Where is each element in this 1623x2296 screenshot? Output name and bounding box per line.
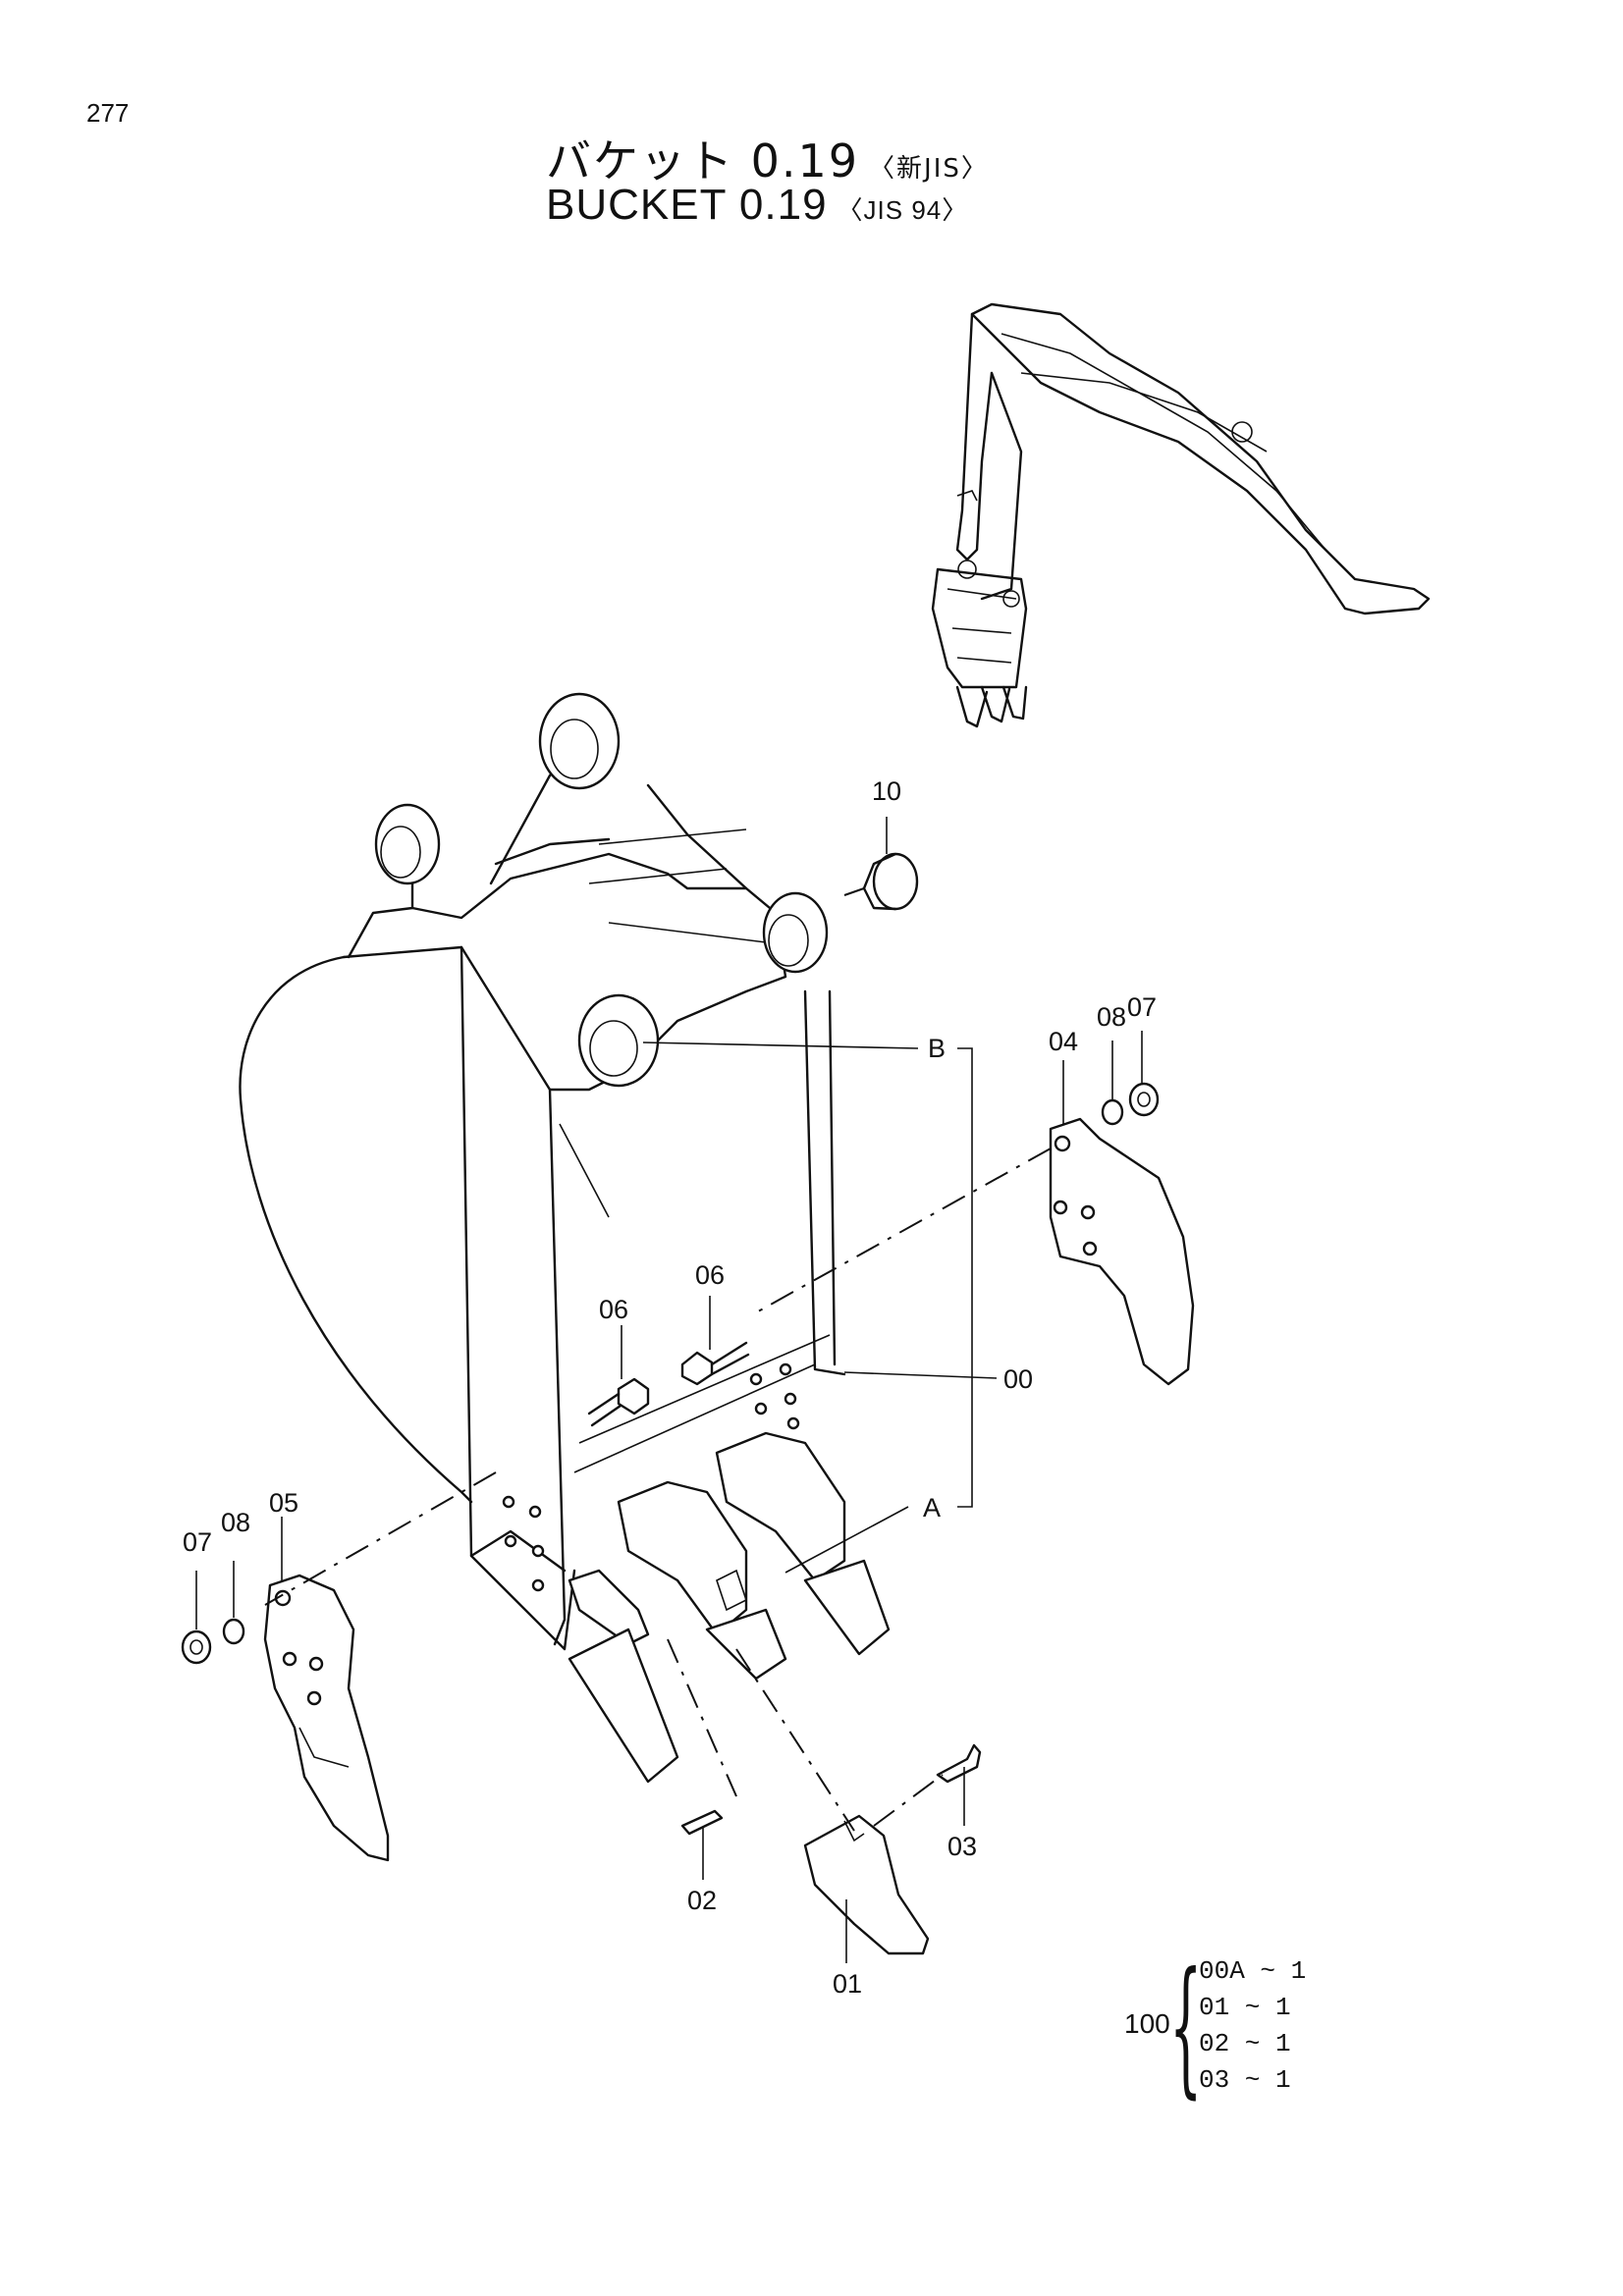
callout-00: 00 [1003, 1364, 1033, 1394]
kit-composition-table: 100 { 00A ~ 1 01 ~ 1 02 ~ 1 03 ~ 1 [1124, 1953, 1321, 2101]
part-06-bolt-lower [587, 1325, 650, 1427]
part-08-washer-left [222, 1561, 245, 1645]
kit-number: 100 [1124, 2008, 1170, 2039]
callout-03: 03 [947, 1832, 977, 1861]
title-english-text: BUCKET 0.19 [546, 181, 828, 229]
callout-B: B [928, 1034, 946, 1063]
title-japanese-text: バケット 0.19 [546, 134, 860, 187]
callout-10: 10 [872, 776, 901, 806]
bolt-holes-left [502, 1495, 545, 1592]
kit-item-list: 00A ~ 1 01 ~ 1 02 ~ 1 03 ~ 1 [1199, 1953, 1306, 2099]
kit-item: 01 ~ 1 [1199, 1993, 1291, 2022]
callout-06-upper: 06 [695, 1260, 725, 1290]
callout-labels: 10 07 08 04 B 06 06 00 A 07 08 05 03 02 … [183, 776, 1157, 1999]
kit-brace: { [1169, 1942, 1203, 2112]
callout-02: 02 [687, 1886, 717, 1915]
part-01-tooth [803, 1814, 930, 1963]
title-english-tag: 〈JIS 94〉 [837, 195, 969, 225]
page-title-english: BUCKET 0.19 〈JIS 94〉 [546, 181, 968, 230]
kit-item: 00A ~ 1 [1199, 1956, 1307, 1986]
part-06-bolt-upper [680, 1296, 750, 1386]
callout-08-right: 08 [1097, 1002, 1126, 1032]
callout-01: 01 [833, 1969, 862, 1999]
callout-06-lower: 06 [599, 1295, 628, 1324]
callout-07-right: 07 [1127, 992, 1157, 1022]
callout-08-left: 08 [221, 1508, 250, 1537]
callout-A: A [923, 1493, 941, 1522]
part-04-side-cutter-right [1049, 1060, 1195, 1386]
part-07-nut-left [181, 1571, 212, 1665]
excavator-overview-illustration [931, 302, 1431, 728]
bucket-body [239, 692, 846, 1651]
callout-04: 04 [1049, 1027, 1078, 1056]
page-number: 277 [86, 98, 130, 128]
kit-item: 03 ~ 1 [1199, 2065, 1291, 2095]
page-title-japanese: バケット 0.19 〈新JIS〉 [546, 126, 989, 190]
kit-item: 02 ~ 1 [1199, 2029, 1291, 2058]
leader-lines [642, 1041, 998, 1574]
alignment-lines [264, 1148, 1052, 1832]
title-japanese-tag: 〈新JIS〉 [869, 154, 989, 184]
part-03-pin [936, 1743, 982, 1826]
callout-07-left: 07 [183, 1527, 212, 1557]
callout-05: 05 [269, 1488, 298, 1518]
part-07-nut-right [1128, 1031, 1160, 1117]
part-10-bushing [843, 817, 919, 911]
part-08-washer-right [1101, 1041, 1124, 1126]
tooth-adapters [568, 1431, 891, 1784]
part-02-lock [680, 1809, 724, 1880]
part-05-side-cutter-left [263, 1517, 390, 1862]
bolt-holes-right [749, 1362, 800, 1430]
